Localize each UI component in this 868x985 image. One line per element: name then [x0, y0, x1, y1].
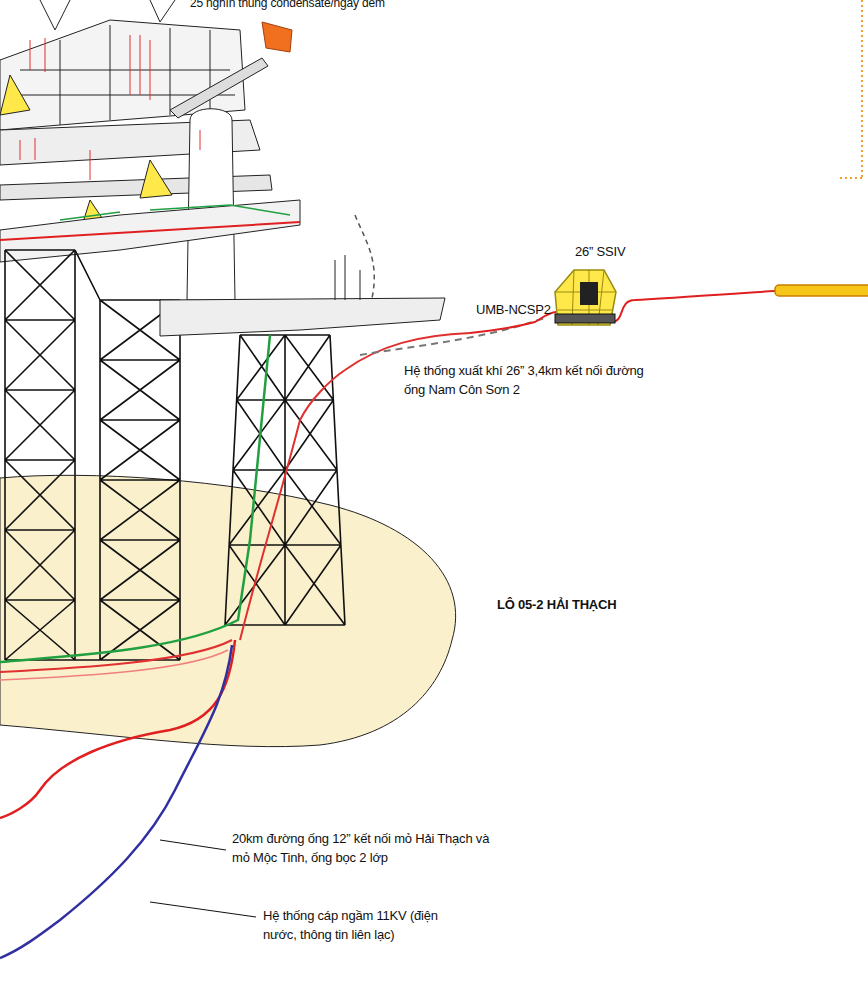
capacity-note: 25 nghìn thùng condensate/ngày đêm	[190, 0, 385, 12]
cage-bars	[555, 270, 616, 325]
crane-tip	[262, 22, 292, 52]
ssiv-cage	[555, 270, 616, 325]
red-pipe	[0, 222, 300, 240]
red-line	[240, 420, 300, 640]
leader-line	[160, 840, 226, 850]
jacket-face	[100, 300, 180, 660]
cellar-deck	[0, 200, 300, 262]
jacket-structure	[5, 250, 180, 660]
pipeline-note: 20km đường ống 12” kết nối mỏ Hải Thạch …	[232, 830, 497, 868]
pipeline-12in	[0, 640, 235, 818]
topside-structure	[0, 0, 300, 300]
green-lines	[60, 205, 290, 220]
export-dashed-line	[360, 318, 545, 355]
dotted-frame	[838, 0, 862, 178]
power-cable	[0, 645, 232, 958]
mast-lines	[40, 0, 175, 30]
cable-note: Hệ thống cáp ngầm 11KV (điện nước, thông…	[263, 907, 453, 945]
red-line	[0, 640, 232, 672]
jacket-link	[75, 250, 100, 660]
topside-piping	[20, 35, 200, 180]
equipment-yellow	[0, 75, 172, 232]
pink-line	[0, 650, 228, 680]
deck-risers	[335, 255, 360, 300]
pipeline-note: Hệ thống xuất khí 26” 3,4km kết nối đườn…	[404, 362, 654, 400]
seabed-area	[0, 475, 456, 746]
leader-line	[150, 902, 256, 917]
export-pipeline	[612, 291, 775, 322]
topside-green-lines	[60, 205, 290, 220]
cage-frame	[555, 270, 616, 325]
pipeline-end	[775, 285, 868, 296]
line-label: UMB-NCSP2	[476, 301, 551, 320]
green-line	[0, 335, 270, 662]
block-title: LÔ 05-2 HẢI THẠCH	[497, 596, 616, 615]
dashed-riser	[355, 215, 374, 298]
valve-label: 26” SSIV	[575, 243, 625, 262]
valve-body	[555, 314, 615, 323]
jacket-face	[5, 250, 75, 660]
valve-actuator	[580, 282, 598, 305]
pipe-lines	[20, 35, 200, 180]
platform-deck	[160, 298, 445, 336]
caisson-column	[187, 109, 235, 300]
